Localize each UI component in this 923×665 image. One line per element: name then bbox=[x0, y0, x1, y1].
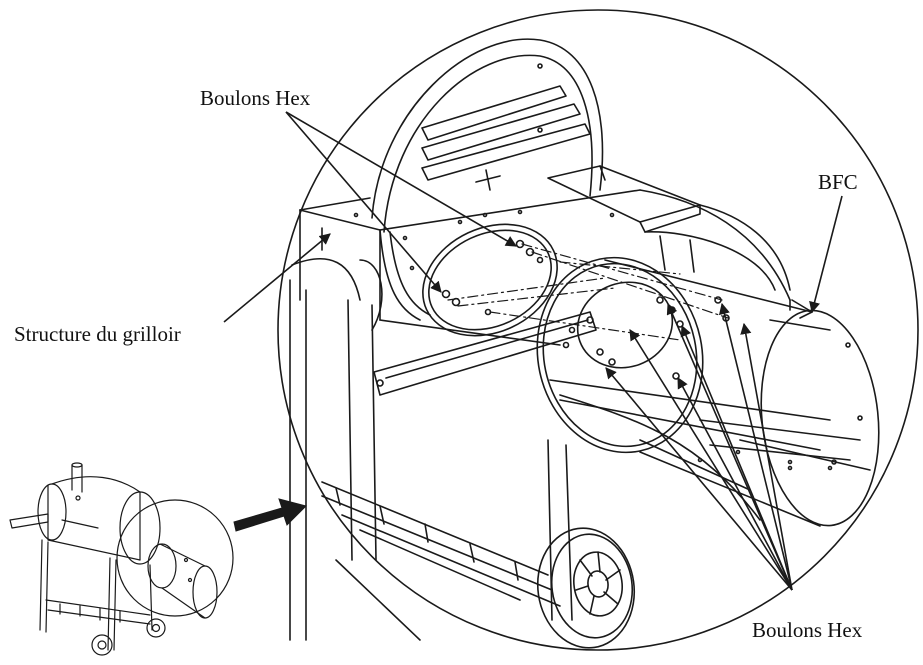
leader-bottom-6 bbox=[718, 302, 793, 591]
leader-bottom-4 bbox=[677, 377, 793, 591]
thumbnail-grill bbox=[9, 462, 234, 656]
leader-bottom-2 bbox=[629, 329, 793, 591]
label-hex-bolts-top: Boulons Hex bbox=[200, 86, 311, 110]
leader-bottom-1 bbox=[605, 367, 793, 591]
label-grill-structure: Structure du grilloir bbox=[14, 322, 181, 346]
lid bbox=[371, 38, 604, 321]
wheel-leg bbox=[547, 439, 573, 621]
lower-shelf bbox=[321, 481, 561, 641]
side-shelf bbox=[547, 165, 791, 291]
alignment-lines bbox=[447, 243, 729, 341]
leader-bottom-5 bbox=[680, 324, 793, 591]
detail-magnifier-circle bbox=[277, 9, 919, 651]
label-hex-bolts-bottom: Boulons Hex bbox=[752, 618, 863, 642]
leader-bfc bbox=[809, 195, 843, 314]
grill-legs bbox=[289, 257, 383, 641]
leader-structure bbox=[223, 233, 331, 323]
grill-body bbox=[299, 189, 871, 521]
leader-bottom-7 bbox=[740, 322, 793, 591]
cross-bar bbox=[373, 311, 597, 396]
label-bfc: BFC bbox=[818, 170, 858, 194]
thumbnail-magnifier-circle bbox=[116, 499, 234, 617]
leader-top-1 bbox=[285, 111, 442, 293]
direction-arrow bbox=[233, 498, 307, 532]
leader-top-2 bbox=[285, 111, 517, 247]
wheel bbox=[536, 527, 636, 649]
